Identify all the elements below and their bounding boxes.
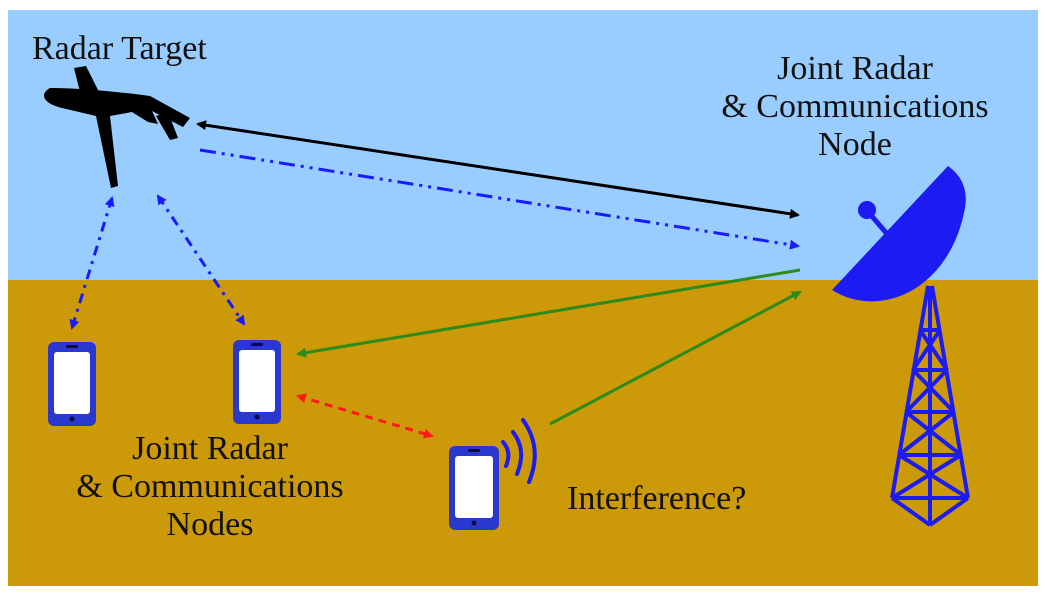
radar-link-arrow: [196, 120, 800, 219]
radar-echo-arrow: [199, 148, 800, 250]
smartphone-icon: [449, 446, 499, 530]
downlink-arrow: [296, 268, 801, 358]
jrc-nodes-line-3: Nodes: [166, 506, 254, 543]
target-to-phone2-arrow: [156, 194, 246, 326]
jrc-node-label: Joint Radar & Communications Node: [690, 50, 1020, 164]
interference-arrow: [296, 393, 434, 439]
lattice-tower-icon: [890, 285, 970, 527]
jrc-node-line-3: Node: [818, 126, 892, 163]
jrc-nodes-label: Joint Radar & Communications Nodes: [30, 430, 390, 544]
jrc-node-line-2: & Communications: [721, 88, 989, 125]
uplink-arrow: [549, 290, 802, 426]
interference-label: Interference?: [567, 480, 747, 517]
ground-background: [8, 280, 1038, 586]
radar-dish-icon: [832, 166, 966, 302]
jrc-node-line-1: Joint Radar: [777, 50, 933, 87]
jrc-nodes-line-1: Joint Radar: [132, 430, 288, 467]
signal-waves-icon: [501, 418, 537, 484]
jrc-nodes-line-2: & Communications: [76, 468, 344, 505]
target-to-phone1-arrow: [69, 196, 115, 330]
smartphone-icon: [48, 342, 96, 426]
smartphone-icon: [233, 340, 281, 424]
airplane-icon: [43, 66, 190, 188]
radar-target-label: Radar Target: [32, 30, 207, 67]
